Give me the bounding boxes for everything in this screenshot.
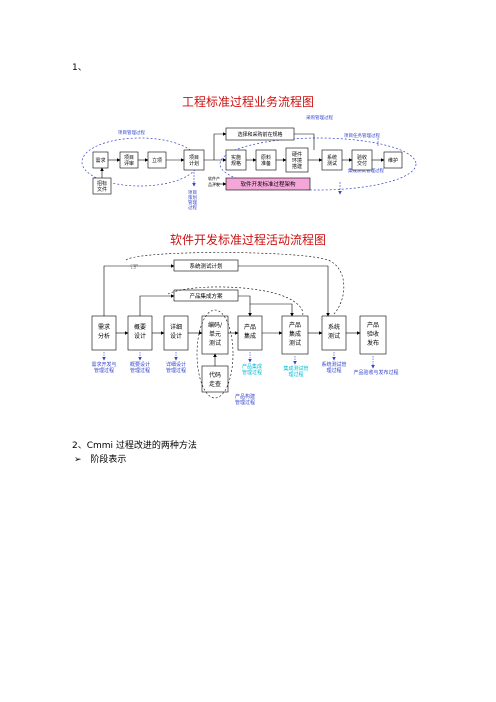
plan-review-text-1: 项目 <box>124 155 134 161</box>
lbl-hld-2: 管理过程 <box>130 367 150 374</box>
code-review-group <box>196 309 234 399</box>
lbl-req-2: 管理过程 <box>94 367 114 374</box>
review-box <box>201 365 229 393</box>
proj-mgmt-v-1: 项目 <box>188 190 197 196</box>
release-box <box>359 315 387 355</box>
main-row: 需求 分析 概要 设计 详细 设计 编码/ 单元 测试 产品 集成 产品 集成 … <box>91 315 387 355</box>
sw-process-text: 软件开发标准过程架构 <box>240 180 296 188</box>
req-text-1: 需求 <box>98 323 110 331</box>
section-2-heading: 2、Cmmi 过程改进的两种方法 <box>72 441 197 451</box>
hld-box <box>127 315 153 351</box>
dashed-curve-1 <box>125 252 345 315</box>
review-text-2: 走查 <box>209 380 221 388</box>
activity-flow-diagram: 软件开发标准过程活动流程图 ☞ 系统测试计划 产品集成方案 需求 分析 概要 设… <box>91 232 398 406</box>
hardware-text-1: 硬件 <box>292 151 302 158</box>
acceptance-text-1: 验收 <box>357 154 367 161</box>
lbl-build-1: 产品构建 <box>235 393 255 400</box>
bid-doc-text-2: 文件 <box>97 186 107 193</box>
acceptance-text-2: 交付 <box>357 160 367 167</box>
bullet-arrow-icon: ➢ <box>74 455 82 465</box>
integ-test-text-3: 测试 <box>289 339 301 347</box>
code-text-3: 测试 <box>209 339 221 347</box>
fig1-label-integ-test: 集成测试管理过程 <box>348 167 384 174</box>
maintain-text: 维护 <box>388 157 398 164</box>
lbl-build-2: 管理过程 <box>235 399 255 406</box>
fig1-label-purchase: 采购管理过程 <box>306 114 333 121</box>
lbl-sys-test-2: 理过程 <box>326 367 341 374</box>
integ-text-1: 产品 <box>244 323 256 331</box>
fig1-label-proj-task: 项目任务管理过程 <box>344 132 380 139</box>
sys-test-text-2: 测试 <box>328 332 340 340</box>
select-supplier-text: 选择和采购前在规格 <box>237 131 282 138</box>
fig1-title: 工程标准过程业务流程图 <box>182 94 314 109</box>
lld-text-2: 设计 <box>170 332 182 340</box>
bullet-text: 阶段表示 <box>90 455 127 465</box>
arrow-select-hw <box>294 133 315 150</box>
lbl-integ-test-1: 集成测试管 <box>283 365 308 372</box>
section-1-heading: 1、 <box>72 63 87 73</box>
fig1-label-proj-mgmt: 项目管理过程 <box>118 129 145 136</box>
proj-mgmt-v-4: 过程 <box>188 204 197 211</box>
lbl-lld-1: 详细设计 <box>166 361 186 368</box>
sw-prod-2: 品开发 <box>208 181 220 187</box>
sw-prod-1: 软件产 <box>208 175 220 181</box>
task-mgmt-group <box>219 137 417 191</box>
hld-text-2: 设计 <box>134 332 146 340</box>
materials-text-1: 原料 <box>261 154 271 161</box>
requirement-text: 需求 <box>95 157 105 164</box>
business-flow-diagram: 工程标准过程业务流程图 采购管理过程 项目管理过程 项目任务管理过程 集成测试管… <box>81 94 417 211</box>
project-plan-text-1: 项目 <box>189 155 199 161</box>
plan-review-text-2: 评审 <box>124 160 134 167</box>
implement-text-2: 规格 <box>231 160 241 167</box>
lld-box <box>163 315 189 351</box>
release-text-1: 产品 <box>367 321 379 329</box>
hand-pointer-icon: ☞ <box>130 262 139 273</box>
materials-text-2: 准备 <box>261 160 271 167</box>
review-text-1: 代码 <box>209 371 221 379</box>
lbl-integ-1: 产品集成 <box>242 363 262 370</box>
release-text-2: 验收 <box>367 330 379 338</box>
bid-doc-text-1: 招标 <box>97 180 107 187</box>
hardware-text-3: 搭建 <box>292 163 302 170</box>
hardware-text-2: 环境 <box>292 157 302 164</box>
integ-test-text-2: 集成 <box>289 330 301 338</box>
project-plan-text-2: 计划 <box>189 160 199 167</box>
proj-mgmt-v-2: 策划 <box>188 194 197 201</box>
lbl-lld-2: 管理过程 <box>166 367 186 374</box>
system-test-plan-text: 系统测试计划 <box>189 262 222 270</box>
release-text-3: 发布 <box>367 339 379 347</box>
system-test-text-1: 系统 <box>327 154 337 161</box>
implement-text-1: 实施 <box>231 154 241 161</box>
integ-text-2: 集成 <box>244 332 256 340</box>
integration-plan-text: 产品集成方案 <box>189 292 223 300</box>
system-test-text-2: 测试 <box>327 160 337 167</box>
integ-test-text-1: 产品 <box>289 321 301 329</box>
dashed-curve-2 <box>167 286 304 317</box>
hld-to-integ-plan <box>139 294 175 316</box>
sys-test-text-1: 系统 <box>328 323 340 331</box>
integ-plan-to-integtest <box>250 303 294 317</box>
fig2-title: 软件开发标准过程活动流程图 <box>170 232 326 247</box>
lbl-req-1: 需求开发与 <box>91 361 116 368</box>
code-text-1: 编码/ <box>208 321 223 329</box>
lbl-integ-2: 管理过程 <box>242 369 262 376</box>
lbl-sys-test-1: 系统测试管 <box>321 361 346 368</box>
proposal-text: 立项 <box>152 157 162 164</box>
arrow-plan-select <box>213 132 227 160</box>
integ-box <box>237 315 263 351</box>
test-plan-to-systest <box>238 265 330 317</box>
lbl-release: 产品验收与发布过程 <box>353 369 398 376</box>
code-text-2: 单元 <box>209 330 221 338</box>
req-to-test-plan <box>103 264 175 316</box>
proj-mgmt-v-3: 管理 <box>188 199 197 206</box>
lld-text-1: 详细 <box>170 323 182 331</box>
integ-test-box <box>281 315 309 355</box>
req-text-2: 分析 <box>98 332 110 340</box>
lbl-hld-1: 概要设计 <box>130 361 150 368</box>
integ-plan-to-integ <box>238 295 252 317</box>
lbl-integ-test-2: 理过程 <box>288 371 303 378</box>
hld-text-1: 概要 <box>134 323 146 331</box>
bullet-item: ➢ 阶段表示 <box>74 452 126 465</box>
